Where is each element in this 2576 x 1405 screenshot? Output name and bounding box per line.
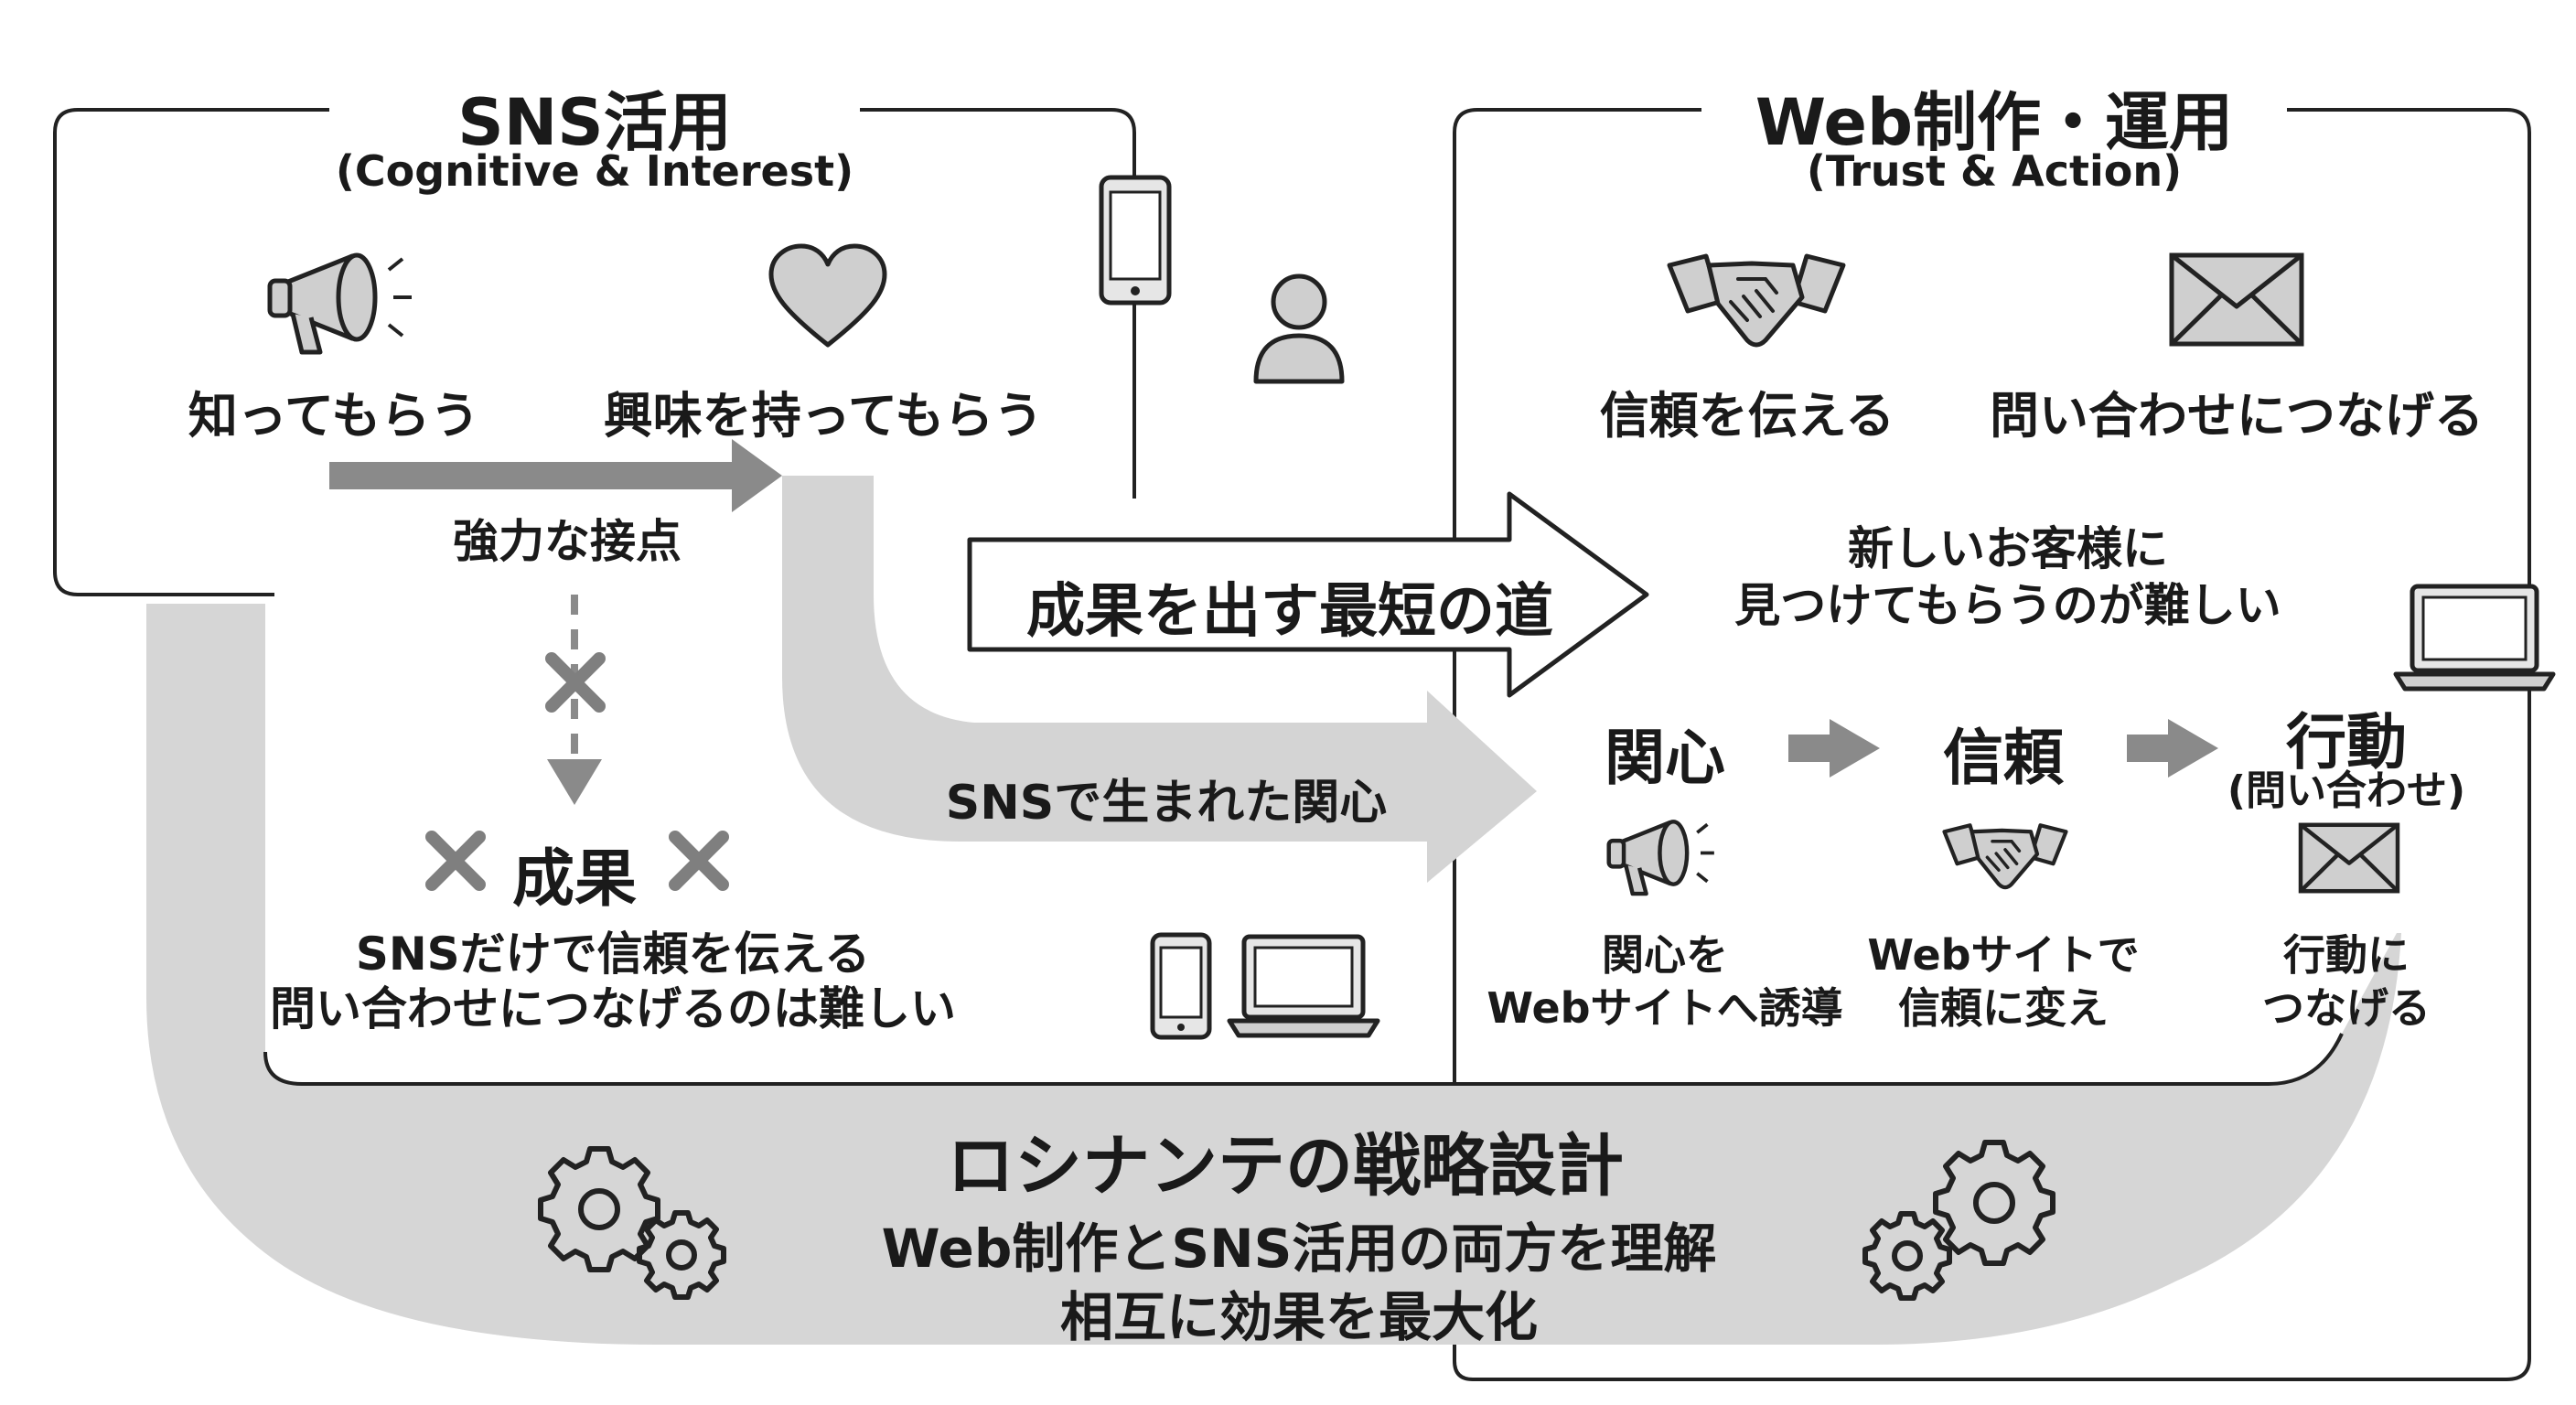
shortest-path-arrow	[967, 491, 1649, 698]
contact-label: 強力な接点	[453, 515, 682, 568]
person-icon	[1253, 273, 1345, 384]
cross-icon	[545, 652, 606, 713]
step-interest-title: 関心	[1605, 723, 1725, 793]
sns-limit-line2: 問い合わせにつなげるのは難しい	[270, 982, 956, 1035]
sns-title: SNS活用	[457, 85, 732, 160]
step-action-desc2: つなげる	[2262, 983, 2431, 1033]
web-item-inquiry: 問い合わせにつなげる	[1990, 387, 2484, 445]
shortest-path-label: 成果を出す最短の道	[1026, 578, 1553, 646]
web-problem-line1: 新しいお客様に	[1848, 522, 2168, 575]
step-action-subtitle: (問い合わせ)	[2227, 767, 2466, 814]
web-box-frame	[1453, 108, 2531, 1381]
sns-limit-line1: SNSだけで信頼を伝える	[355, 928, 871, 981]
step-trust-title: 信頼	[1943, 723, 2064, 793]
contact-arrow	[329, 439, 782, 512]
step-action-desc1: 行動に	[2283, 930, 2410, 980]
strategy-line2: 相互に効果を最大化	[1059, 1286, 1539, 1348]
sns-box-frame	[53, 108, 1136, 596]
sns-item-interest: 興味を持ってもらう	[603, 387, 1044, 445]
step-trust-desc1: Webサイトで	[1867, 930, 2140, 980]
handshake-icon	[1942, 823, 2068, 890]
step-interest-desc1: 関心を	[1602, 930, 1728, 980]
result-label: 成果	[511, 843, 638, 916]
step-action-title: 行動	[2286, 707, 2407, 778]
cross-icon	[425, 831, 486, 891]
interest-flow-label: SNSで生まれた関心	[945, 776, 1388, 831]
strategy-band	[146, 604, 2401, 1345]
envelope-icon	[2169, 252, 2304, 347]
strategy-title: ロシナンテの戦略設計	[947, 1127, 1624, 1206]
web-subtitle: (Trust & Action)	[1806, 146, 2183, 196]
smartphone-icon	[1150, 932, 1212, 1040]
laptop-icon	[1227, 934, 1380, 1038]
sns-item-know: 知ってもらう	[188, 387, 480, 445]
smartphone-icon	[1099, 175, 1172, 306]
web-title: Web制作・運用	[1755, 85, 2234, 160]
envelope-icon	[2298, 822, 2400, 894]
step-trust-desc2: 信頼に変え	[1898, 983, 2109, 1033]
interest-flow-arrow	[782, 476, 1537, 883]
sns-subtitle: (Cognitive & Interest)	[335, 146, 854, 196]
step-interest-desc2: Webサイトへ誘導	[1487, 983, 1843, 1033]
cross-icon	[669, 831, 729, 891]
handshake-icon	[1667, 253, 1846, 348]
megaphone-icon	[1606, 820, 1714, 896]
gear-icon	[538, 1146, 726, 1300]
heart-icon	[768, 243, 887, 348]
web-problem-line2: 見つけてもらうのが難しい	[1734, 579, 2281, 632]
strategy-line1: Web制作とSNS活用の両方を理解	[881, 1217, 1717, 1280]
web-item-trust: 信頼を伝える	[1599, 387, 1895, 445]
gear-icon	[1862, 1140, 2055, 1301]
laptop-icon	[2393, 584, 2556, 692]
megaphone-icon	[267, 252, 412, 355]
